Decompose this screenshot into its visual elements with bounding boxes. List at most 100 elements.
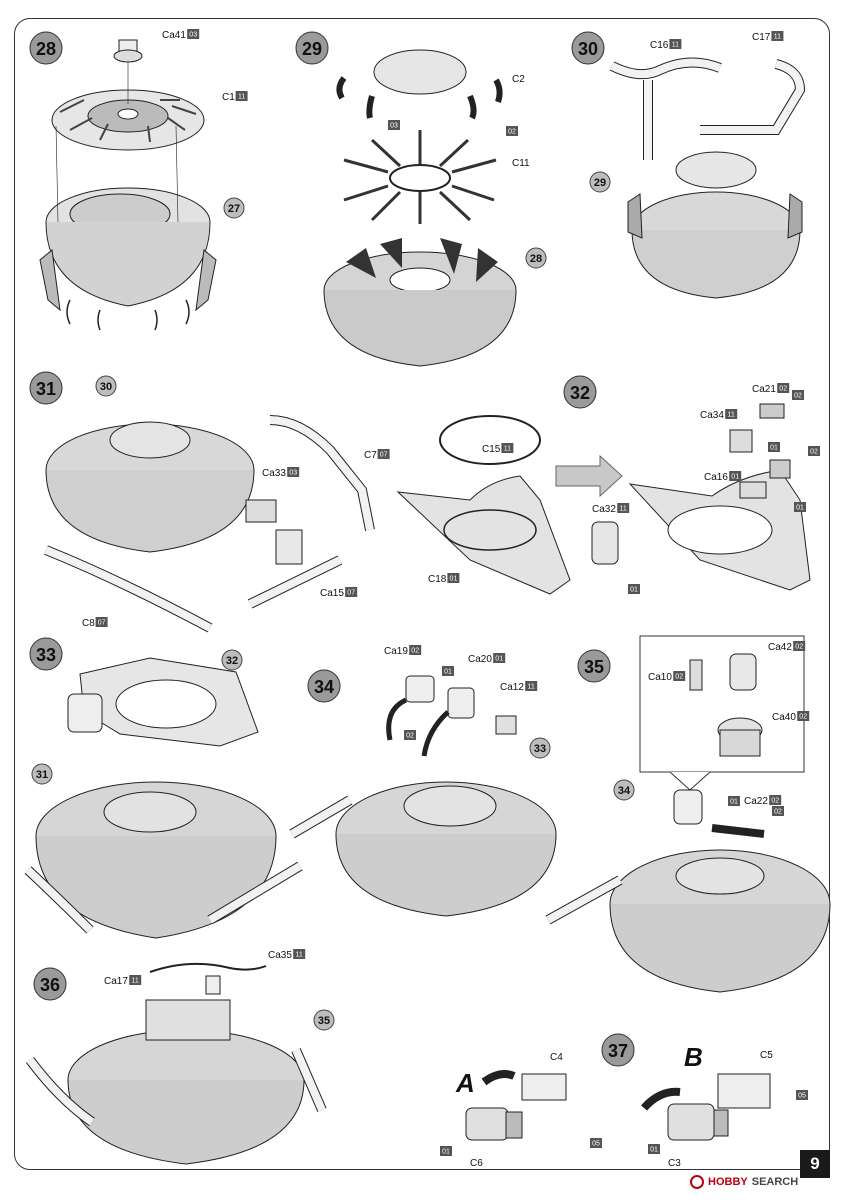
label-ca32-color-badge <box>617 503 630 513</box>
color-badge-01-g-text: 01 <box>650 1147 658 1154</box>
color-badge-02-d <box>772 806 784 816</box>
ref-32-text: 32 <box>226 655 238 667</box>
engine-block-drawing <box>45 421 255 553</box>
color-badge-01-e <box>728 796 740 806</box>
mount-frame-drawing <box>396 415 571 595</box>
step-number: 28 <box>36 39 56 59</box>
label-ca41-color-code: 03 <box>189 32 197 39</box>
step-number: 35 <box>584 657 604 677</box>
color-badge-01-f-text: 01 <box>442 1149 450 1156</box>
label-c18-color-code: 01 <box>450 576 458 583</box>
ignition-harness-drawing <box>149 962 267 995</box>
label-ca16-color-code: 01 <box>731 474 739 481</box>
distributor-drawing <box>336 49 503 120</box>
label-ca40-code: Ca40 <box>772 712 796 723</box>
label-c7-color-badge <box>377 449 390 459</box>
ref-30 <box>95 375 117 397</box>
label-ca17-code: Ca17 <box>104 976 128 987</box>
label-c6-code: C6 <box>470 1158 483 1169</box>
step-29: 29 <box>295 31 517 367</box>
label-ca42-code: Ca42 <box>768 642 792 653</box>
step-number: 29 <box>302 39 322 59</box>
step-30: 30 <box>571 31 806 299</box>
ref-33 <box>529 737 551 759</box>
label-ca33-color-badge <box>287 467 300 477</box>
label-c17-color-badge <box>771 31 784 41</box>
mount-frame-assembled-drawing <box>591 403 811 591</box>
label-c16-color-badge <box>669 39 682 49</box>
label-ca20-code: Ca20 <box>468 654 492 665</box>
color-badge-01-a-text: 01 <box>796 505 804 512</box>
color-badge-05-a <box>590 1138 602 1148</box>
label-ca32-code: Ca32 <box>592 504 616 515</box>
variant-b-letter: B <box>684 1042 703 1072</box>
label-ca15-code: Ca15 <box>320 588 344 599</box>
label-c8-color-badge <box>95 617 108 627</box>
color-badge-02-b <box>808 446 820 456</box>
label-ca35-code: Ca35 <box>268 950 292 961</box>
step-36: 36 <box>26 962 327 1165</box>
label-c17-code: C17 <box>752 32 771 43</box>
step-number: 30 <box>578 39 598 59</box>
watermark-search: SEARCH <box>751 1176 799 1188</box>
ref-27-text: 27 <box>228 203 240 215</box>
ref-35-text: 35 <box>318 1015 330 1027</box>
step-number: 33 <box>36 645 56 665</box>
label-ca21-color-badge <box>777 383 790 393</box>
ref-31 <box>31 763 53 785</box>
label-c16-color-code: 11 <box>672 42 679 49</box>
color-badge-02-a-text: 02 <box>794 393 802 400</box>
step-28: 28 <box>29 31 217 331</box>
color-badge-05-a-text: 05 <box>592 1141 600 1148</box>
color-badge-05-b <box>796 1090 808 1100</box>
label-ca10-color-code: 02 <box>675 674 683 681</box>
color-badge-03-text: 03 <box>390 123 398 130</box>
label-ca12-code: Ca12 <box>500 682 524 693</box>
fan-part-drawing <box>51 89 205 151</box>
color-badge-02-a <box>792 390 804 400</box>
ref-34-text: 34 <box>618 785 631 797</box>
label-ca16-color-badge <box>729 471 742 481</box>
color-badge-01-c-text: 01 <box>770 445 778 452</box>
color-badge-01-c <box>768 442 780 452</box>
ref-33-text: 33 <box>534 743 546 755</box>
color-badge-02 <box>506 126 518 136</box>
engine-block-drawing <box>289 781 557 917</box>
exhaust-pipes-drawing <box>609 57 806 160</box>
engine-block-drawing <box>545 789 831 993</box>
label-ca19-color-code: 02 <box>411 648 419 655</box>
color-badge-01-b <box>628 584 640 594</box>
color-badge-02-d-text: 02 <box>774 809 782 816</box>
label-ca10-color-badge <box>673 671 686 681</box>
color-badge-01-a <box>794 502 806 512</box>
step-number: 32 <box>570 383 590 403</box>
color-badge-01-d <box>442 666 454 676</box>
color-badge-02-b-text: 02 <box>810 449 818 456</box>
label-ca21-code: Ca21 <box>752 384 776 395</box>
color-badge-02-c <box>404 730 416 740</box>
ref-28-text: 28 <box>530 253 542 265</box>
color-badge-02-text: 02 <box>508 129 516 136</box>
label-c8-color-code: 07 <box>98 620 106 627</box>
pushrods-drawing <box>343 130 497 224</box>
label-c11-code: C11 <box>512 158 530 169</box>
label-c15-code: C15 <box>482 444 501 455</box>
label-ca15-color-badge <box>345 587 358 597</box>
label-ca35-color-code: 11 <box>296 952 303 959</box>
label-ca41-code: Ca41 <box>162 30 186 41</box>
step-number: 31 <box>36 379 56 399</box>
label-c15-color-badge <box>501 443 514 453</box>
label-ca19-code: Ca19 <box>384 646 408 657</box>
step-number: 34 <box>314 677 334 697</box>
ref-29 <box>589 171 611 193</box>
ref-29-text: 29 <box>594 177 606 189</box>
label-c1-color-badge <box>235 91 248 101</box>
ref-31-text: 31 <box>36 769 48 781</box>
step-number: 37 <box>608 1041 628 1061</box>
label-c2-code: C2 <box>512 74 525 85</box>
label-ca33-code: Ca33 <box>262 468 286 479</box>
label-c7-code: C7 <box>364 450 377 461</box>
mount-frame-drawing <box>67 657 259 747</box>
label-c15-color-code: 11 <box>504 446 511 453</box>
ref-30-text: 30 <box>100 381 112 393</box>
